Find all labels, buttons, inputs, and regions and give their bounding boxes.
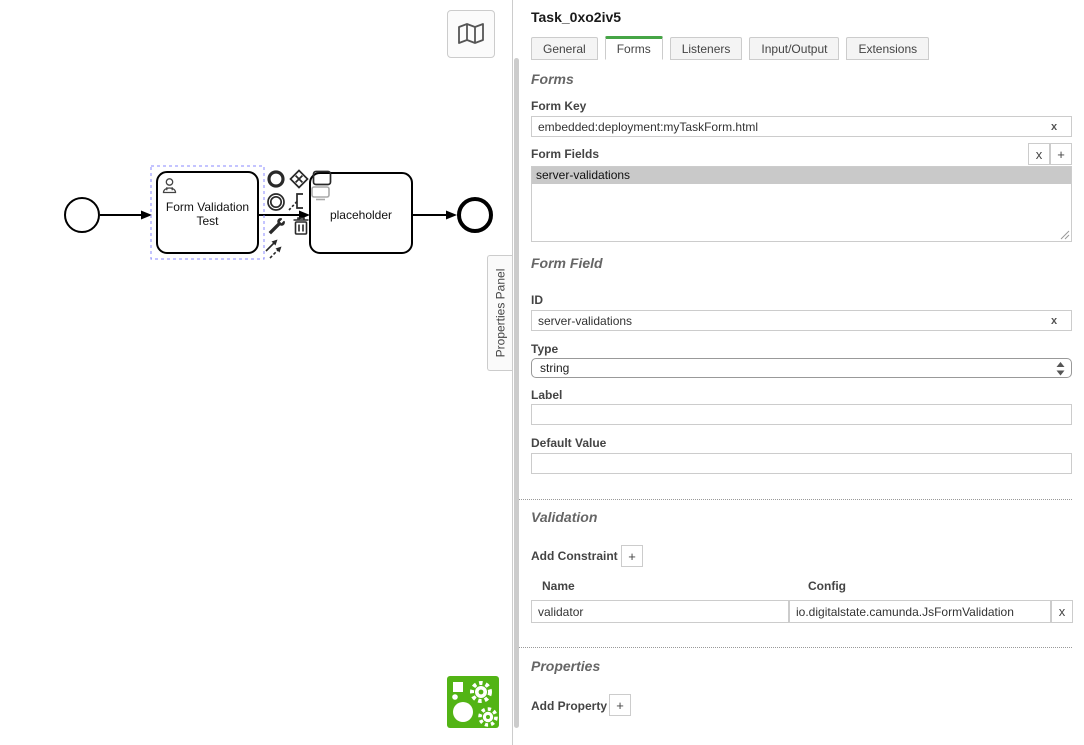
append-intermediate-event-icon[interactable] — [267, 193, 285, 211]
type-select[interactable]: string — [531, 358, 1072, 378]
default-value-label: Default Value — [531, 436, 607, 450]
properties-panel-toggle-tab[interactable]: Properties Panel — [487, 255, 512, 371]
bpmn-diagram: Form Validation Test placeholder — [64, 165, 493, 260]
form-key-input[interactable] — [531, 116, 1072, 137]
constraint-remove-button[interactable]: x — [1051, 600, 1073, 623]
id-input[interactable] — [531, 310, 1072, 331]
bpmn-io-logo[interactable] — [447, 676, 499, 728]
diagram-canvas[interactable]: Form Validation Test placeholder — [0, 0, 512, 745]
section-divider — [519, 499, 1072, 500]
tab-listeners[interactable]: Listeners — [669, 37, 743, 60]
start-event[interactable] — [64, 197, 100, 233]
tab-forms[interactable]: Forms — [604, 36, 663, 60]
minimap-toggle-button[interactable] — [447, 10, 495, 58]
user-icon — [162, 178, 177, 194]
section-divider — [519, 647, 1072, 648]
tab-general[interactable]: General — [531, 37, 598, 60]
template-icon[interactable] — [311, 186, 330, 201]
form-field-list-item-selected[interactable]: server-validations — [532, 167, 1071, 184]
type-label: Type — [531, 342, 559, 356]
panel-tab-bar: General Forms Listeners Input/Output Ext… — [531, 36, 930, 60]
constraint-config-input[interactable] — [789, 600, 1051, 623]
panel-scrollbar[interactable] — [514, 58, 519, 728]
user-task-form-validation[interactable]: Form Validation Test — [156, 171, 259, 254]
form-field-group-heading: Form Field — [531, 255, 603, 271]
form-fields-add-button[interactable]: + — [1050, 143, 1072, 165]
select-updown-icon — [1056, 362, 1065, 376]
properties-group-heading: Properties — [531, 658, 601, 674]
add-property-label: Add Property — [531, 699, 608, 713]
id-label: ID — [531, 293, 543, 307]
selection-outline — [150, 165, 265, 260]
id-clear-icon[interactable]: x — [1050, 315, 1058, 327]
form-key-clear-icon[interactable]: x — [1050, 121, 1058, 133]
properties-panel: Task_0xo2iv5 General Forms Listeners Inp… — [512, 0, 1084, 745]
task-placeholder[interactable]: placeholder — [309, 172, 413, 254]
column-header-name: Name — [542, 579, 575, 593]
resize-grip-icon[interactable] — [1060, 230, 1070, 240]
forms-group-heading: Forms — [531, 71, 574, 87]
tab-extensions[interactable]: Extensions — [846, 37, 930, 60]
constraint-name-input[interactable] — [531, 600, 789, 623]
form-key-label: Form Key — [531, 99, 587, 113]
bpmn-io-logo-icon — [447, 676, 499, 728]
task-label: placeholder — [330, 208, 392, 222]
add-property-button[interactable]: + — [609, 694, 631, 716]
tab-input-output[interactable]: Input/Output — [749, 37, 840, 60]
task-label: Test — [196, 214, 219, 228]
map-icon — [458, 23, 484, 44]
label-input[interactable] — [531, 404, 1072, 425]
properties-panel-toggle-label: Properties Panel — [493, 268, 507, 358]
form-fields-listbox[interactable]: server-validations — [531, 166, 1072, 242]
context-pad — [265, 169, 332, 259]
append-end-event-icon[interactable] — [267, 170, 285, 188]
default-value-input[interactable] — [531, 453, 1072, 474]
sequence-flow-3[interactable] — [412, 210, 457, 220]
add-constraint-button[interactable]: + — [621, 545, 643, 567]
trash-icon[interactable] — [293, 217, 309, 235]
element-id-title: Task_0xo2iv5 — [531, 9, 622, 25]
wrench-icon[interactable] — [268, 218, 285, 235]
column-header-config: Config — [808, 579, 846, 593]
sequence-flow-1[interactable] — [100, 210, 152, 220]
task-label: Form Validation — [166, 200, 249, 214]
append-text-annotation-icon[interactable] — [288, 193, 303, 211]
append-task-icon[interactable] — [312, 170, 332, 186]
append-gateway-icon[interactable] — [289, 169, 309, 189]
type-select-value: string — [540, 361, 570, 375]
form-fields-remove-button[interactable]: x — [1028, 143, 1050, 165]
form-fields-label: Form Fields — [531, 147, 600, 161]
label-label: Label — [531, 388, 563, 402]
connect-icon[interactable] — [265, 239, 282, 259]
end-event[interactable] — [457, 197, 493, 233]
validation-group-heading: Validation — [531, 509, 598, 525]
add-constraint-label: Add Constraint — [531, 549, 618, 563]
